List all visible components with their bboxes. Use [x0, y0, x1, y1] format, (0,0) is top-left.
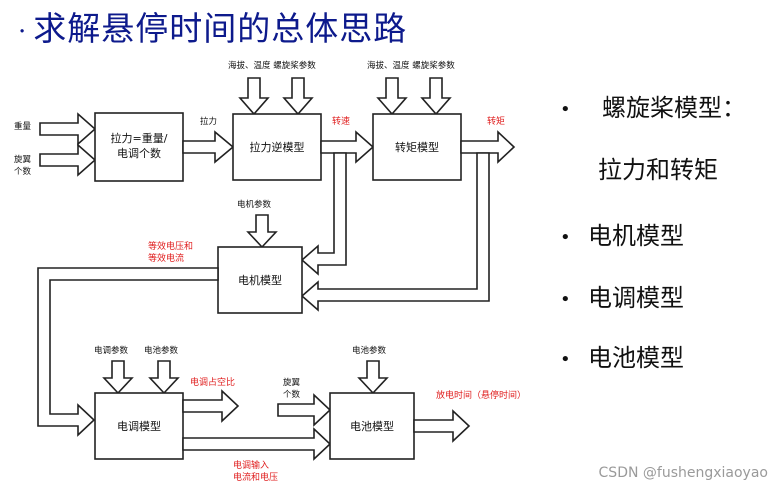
arrow-torque-to-motor — [300, 152, 490, 312]
prop-params-label-1: 海拔、温度 螺旋桨参数 — [228, 60, 316, 71]
esc-model-label: 电调模型 — [117, 419, 161, 433]
bullet-item-motor: • 电机模型 — [560, 216, 684, 251]
arrow-discharge-out — [413, 409, 471, 443]
signal-esc-in-label-1: 电调输入 — [233, 459, 269, 471]
input-rotor-count-label-2: 个数 — [14, 166, 32, 177]
battery-params-label-1: 电池参数 — [144, 345, 179, 356]
watermark: CSDN @fushengxiaoyao — [598, 465, 768, 481]
bullet-text: 螺旋桨模型： — [602, 94, 746, 122]
flow-diagram: 重量 旋翼 个数 拉力=重量/ 电调个数 拉力 海拔、温度 螺旋桨参数 海拔、温… — [14, 60, 526, 483]
rotor-count-2-label-1: 旋翼 — [283, 377, 301, 388]
esc-model-box — [94, 392, 184, 460]
battery-model-box — [329, 392, 415, 460]
arrow-params-to-inverse-2 — [282, 77, 314, 116]
battery-params-label-2: 电池参数 — [352, 345, 387, 356]
prop-params-label-2: 海拔、温度 螺旋桨参数 — [367, 60, 455, 71]
arrow-params-to-inverse-1 — [238, 77, 270, 116]
lift-box-line-1: 拉力=重量/ — [111, 131, 168, 145]
arrow-esc-params-in — [102, 360, 134, 395]
esc-params-label: 电调参数 — [94, 345, 129, 356]
arrow-battery-params-to-esc — [148, 360, 180, 395]
bullet-text: 电调模型 — [588, 284, 684, 312]
inverse-model-label: 拉力逆模型 — [250, 140, 305, 154]
arrow-lift-to-inverse — [182, 130, 235, 164]
input-weight-label: 重量 — [14, 121, 32, 132]
title-bullet: · — [18, 17, 28, 47]
bullet-marker: • — [560, 227, 571, 248]
torque-model-box — [372, 113, 462, 181]
signal-duty-label: 电调占空比 — [190, 376, 235, 388]
signal-equiv-label-2: 等效电流 — [148, 252, 184, 264]
signal-speed-label: 转速 — [332, 115, 350, 127]
bullet-marker: • — [560, 289, 571, 310]
signal-equiv-label-1: 等效电压和 — [148, 240, 193, 252]
arrow-duty-out — [182, 389, 240, 423]
arrow-rotor-count-to-battery — [277, 393, 332, 427]
signal-esc-in-label-2: 电流和电压 — [233, 471, 278, 483]
bullet-text: 电机模型 — [588, 222, 684, 250]
arrow-motor-to-esc — [37, 267, 219, 437]
battery-model-label: 电池模型 — [350, 419, 394, 433]
lift-box — [94, 112, 184, 182]
bullet-text: 电池模型 — [588, 344, 684, 372]
torque-model-label: 转矩模型 — [395, 140, 439, 154]
arrow-esc-to-battery — [182, 427, 332, 461]
bullet-item-battery: • 电池模型 — [560, 338, 684, 373]
signal-lift-label: 拉力 — [200, 116, 217, 127]
bullet-marker: • — [560, 349, 571, 370]
title-text: 求解悬停时间的总体思路 — [33, 9, 408, 48]
rotor-count-2-label-2: 个数 — [283, 389, 301, 400]
arrow-rotor-count-in — [39, 143, 97, 177]
arrow-weight-in — [39, 112, 97, 146]
lift-box-line-2: 电调个数 — [117, 147, 161, 160]
arrow-speed-to-motor — [300, 152, 347, 276]
arrow-params-to-torque-2 — [420, 77, 452, 116]
arrow-params-to-motor — [246, 214, 278, 249]
bullet-text: 拉力和转矩 — [598, 156, 718, 184]
signal-discharge-label: 放电时间（悬停时间） — [436, 389, 526, 401]
motor-model-label: 电机模型 — [238, 273, 282, 287]
arrow-battery-params-in — [357, 360, 389, 395]
input-rotor-count-label-1: 旋翼 — [14, 154, 32, 165]
slide-title: ·求解悬停时间的总体思路 — [18, 2, 407, 50]
bullet-marker: • — [560, 99, 571, 120]
arrow-inverse-to-torque — [320, 130, 375, 164]
arrow-torque-out — [460, 130, 516, 164]
arrow-params-to-torque-1 — [376, 77, 408, 116]
signal-torque-label: 转矩 — [487, 115, 505, 127]
motor-params-label: 电机参数 — [237, 199, 272, 210]
bullet-item-esc: • 电调模型 — [560, 278, 684, 313]
bullet-item-propeller: • 螺旋桨模型： — [560, 88, 746, 123]
bullet-item-propeller-sub: 拉力和转矩 — [560, 150, 718, 185]
